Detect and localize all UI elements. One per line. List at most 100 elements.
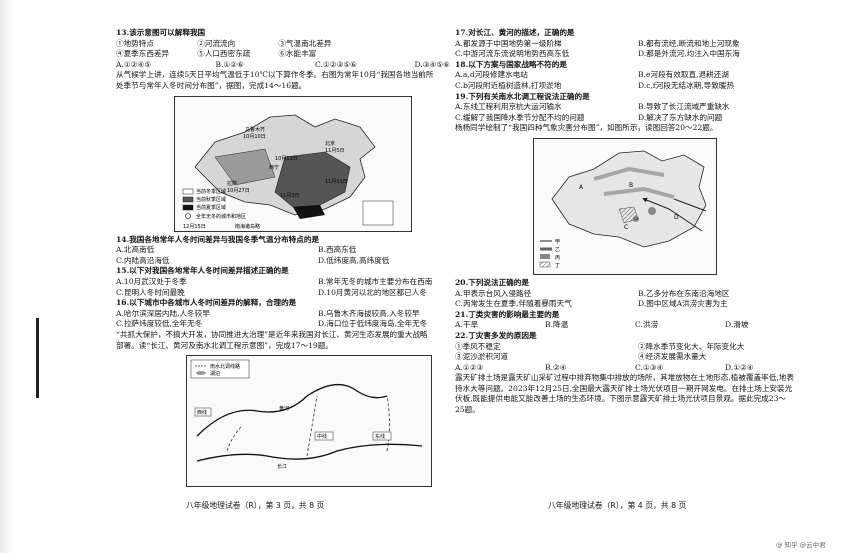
q15-option[interactable]: D.10月黄河以北的地区都已人冬 (318, 287, 428, 297)
q22-option[interactable]: D.①②④ (725, 362, 754, 372)
q17-option[interactable]: B.都有流经,断流和地上河现象 (638, 38, 740, 48)
question-15-options: A.10月武汉处于冬季 B.常年无冬的城市主要分布在西南 C.昆明人冬时间最晚 … (116, 277, 514, 298)
q14-option[interactable]: B.西高东低 (318, 245, 357, 255)
question-21-stem: 21.丁类灾害的影响最主要的是 (455, 309, 560, 319)
q18-option[interactable]: D.c,f河段无结冰期,导致暖热 (638, 80, 735, 90)
q18-option[interactable]: A.a,d河段修建水电站 (455, 70, 528, 80)
q20-option[interactable]: C.丙常发生在夏季,伴随着暴雨天气 (455, 299, 572, 309)
q19-option[interactable]: B.导致了长江流域严重缺水 (638, 102, 730, 112)
legend-label: 全年无冬的城市和地区 (196, 213, 246, 220)
q18-option[interactable]: B.e河段有效取直,退耕还湖 (638, 70, 729, 80)
legend-label: 当前冬季区域 (196, 188, 226, 195)
route-label: 西线 (197, 409, 207, 416)
q13-option[interactable]: D.③④⑤⑥ (414, 59, 450, 69)
q19-option[interactable]: D.解决了东方缺水的问题 (638, 112, 723, 122)
q15-option[interactable]: B.常年无冬的城市主要分布在西南 (318, 276, 433, 286)
q22-item: ③泥沙淤积河道 (455, 352, 509, 362)
route-label: 东线 (375, 433, 385, 440)
q14-option[interactable]: A.北高南低 (116, 245, 155, 255)
q21-option[interactable]: B.降温 (545, 320, 569, 330)
legend-label: 湖泊 (210, 370, 220, 377)
intro-20-22: 杨杨同学绘制了“我国四种气象灾害分布图”，如图所示，读图回答20～22题。 (455, 123, 718, 133)
footer-left: 八年级地理试卷（R），第 3 页，共 8 页 (186, 501, 325, 510)
q13-item: ②河流流向 (197, 38, 236, 48)
q13-option[interactable]: B.①②⑥ (215, 59, 244, 69)
q14-option[interactable]: D.低纬度高,高纬度低 (318, 255, 390, 265)
q21-option[interactable]: C.洪涝 (635, 320, 659, 330)
q22-option[interactable]: C.①③④ (635, 362, 664, 372)
footer-right: 八年级地理试卷（R），第 4 页，共 8 页 (548, 501, 687, 510)
map-label: 10月10日 (243, 134, 266, 140)
q17-option[interactable]: C.中游河流东流说明地势西高东低 (455, 49, 570, 59)
q13-item: ③气温南北差异 (278, 38, 332, 48)
question-14-stem: 14.我国各地常年人冬时间差异与我国冬季气温分布特点的是 (116, 234, 320, 244)
q13-option[interactable]: C.①②③⑤⑥ (315, 59, 357, 69)
q17-option[interactable]: A.都发源于中国地势第一级阶梯 (455, 38, 562, 48)
river-label: 长江 (277, 463, 287, 470)
q21-option[interactable]: A.干旱 (455, 320, 479, 330)
q16-option[interactable]: C.拉萨纬度较低,全年无冬 (116, 319, 203, 329)
q15-option[interactable]: C.昆明人冬时间最晚 (116, 287, 185, 297)
map-label: 12月15日 (183, 224, 206, 230)
legend-label: 丙 (555, 255, 560, 261)
q21-option[interactable]: D.滑坡 (725, 320, 749, 330)
question-13-items: ①地势特点 ②河流流向 ③气温南北差异 ④夏季东西差异 ⑤人口西密东疏 ⑥水能丰… (116, 39, 514, 60)
q19-option[interactable]: A.东线工程利用京杭大运河输水 (455, 102, 562, 112)
question-18-stem: 18.以下方案与国家战略不符的是 (455, 59, 567, 69)
question-20-stem: 20.下列说法正确的是 (455, 277, 529, 287)
q17-option[interactable]: D.都是外流河,均注入中国东海 (638, 49, 740, 59)
q16-option[interactable]: B.乌鲁木齐海拔较高,入冬较早 (318, 308, 420, 318)
question-13-options: A.①②④⑤ B.①②⑥ C.①②③⑤⑥ D.③④⑤⑥ (116, 60, 514, 71)
map-note: 南海诸岛略 (235, 223, 260, 230)
intro-17-19: “共抓大保护，不搞大开发，协同推进大治理”是近年来我国对长江、黄河生态发展的重大… (116, 329, 428, 350)
q22-item: ②降水季节变化大、年际变化大 (638, 341, 745, 351)
region-label: A (579, 184, 584, 191)
map-label: 11月3日 (280, 193, 300, 199)
map-label: 西宁 (269, 164, 279, 171)
question-14-options: A.北高南低 B.西高东低 C.内陆高沿海低 D.低纬度高,高纬度低 (116, 245, 514, 266)
binding-mark (36, 318, 39, 398)
q22-option[interactable]: B.②④ (545, 362, 567, 372)
legend-label: 南水北调线路 (210, 363, 240, 370)
question-22-options: A.①②③ B.②④ C.①③④ D.①②④ (455, 363, 815, 374)
q14-option[interactable]: C.内陆高沿海低 (116, 255, 170, 265)
question-16-options: A.哈尔滨深居内陆,人冬较早 B.乌鲁木齐海拔较高,入冬较早 C.拉萨纬度较低,… (116, 309, 514, 330)
question-18-options: A.a,d河段修建水电站 B.e河段有效取直,退耕还湖 C.b河段附近植树造林,… (455, 70, 815, 91)
q20-option[interactable]: B.乙多分布在东南沿海地区 (638, 288, 730, 298)
yangtze-yellow-river-map: 南水北调线路 湖泊 西线 中线 东线 长江 黄河 (186, 355, 432, 488)
legend-label: 乙 (555, 246, 560, 253)
question-17-stem: 17.对长江、黄河的描述，正确的是 (455, 28, 575, 37)
question-16-stem: 16.以下城市中各城市人冬时间差异的解释，合理的是 (116, 298, 297, 308)
q20-option[interactable]: D.图中区域A洪涝灾害为主 (638, 299, 728, 309)
map-label: 10月11日 (275, 156, 298, 162)
q19-option[interactable]: C.缓解了我国降水季节分配不均的问题 (455, 112, 585, 122)
q13-item: ⑤人口西密东疏 (197, 49, 251, 59)
river-label: 黄河 (279, 405, 289, 412)
q13-item: ①地势特点 (116, 38, 154, 48)
q16-option[interactable]: A.哈尔滨深居内陆,人冬较早 (116, 308, 210, 318)
china-season-map: 乌鲁木齐 10月10日 北京 11月5日 10月11日 西宁 拉萨 10月27日… (174, 95, 412, 232)
q16-option[interactable]: D.海口位于低纬度海岛,全年无冬 (318, 319, 428, 329)
legend-label: 甲 (555, 239, 560, 245)
scan-edge (0, 0, 14, 553)
river-map-svg: 南水北调线路 湖泊 西线 中线 东线 长江 黄河 (190, 359, 423, 470)
map-label: 11月11日 (325, 179, 348, 185)
q13-item: ④夏季东西差异 (116, 49, 170, 59)
map-label: 11月5日 (325, 148, 345, 154)
region-label: D (674, 214, 679, 221)
legend-label: 当前秋季区域 (196, 196, 226, 203)
map-label: 乌鲁木齐 (245, 126, 265, 133)
map-label: 拉萨 (227, 180, 237, 187)
q20-option[interactable]: A.甲表示台风入侵路径 (455, 288, 532, 298)
right-page: 17.对长江、黄河的描述，正确的是 A.都发源于中国地势第一级阶梯 B.都有流经… (455, 28, 815, 518)
q22-item: ①季风不稳定 (455, 341, 501, 351)
q22-option[interactable]: A.①②③ (455, 362, 484, 372)
q13-item: ⑥水能丰富 (278, 49, 317, 59)
q13-option[interactable]: A.①②④⑤ (116, 59, 152, 69)
disaster-map: 甲 乙 丙 丁 A B C D (533, 137, 717, 275)
map-label: 北京 (325, 140, 335, 147)
q15-option[interactable]: A.10月武汉处于冬季 (116, 276, 187, 286)
question-13-stem: 13.该示意图可以解释我国 (116, 28, 206, 37)
q18-option[interactable]: C.b河段附近植树造林,打坝淤地 (455, 80, 562, 90)
q22-item: ④经济发展需水量大 (638, 352, 707, 362)
